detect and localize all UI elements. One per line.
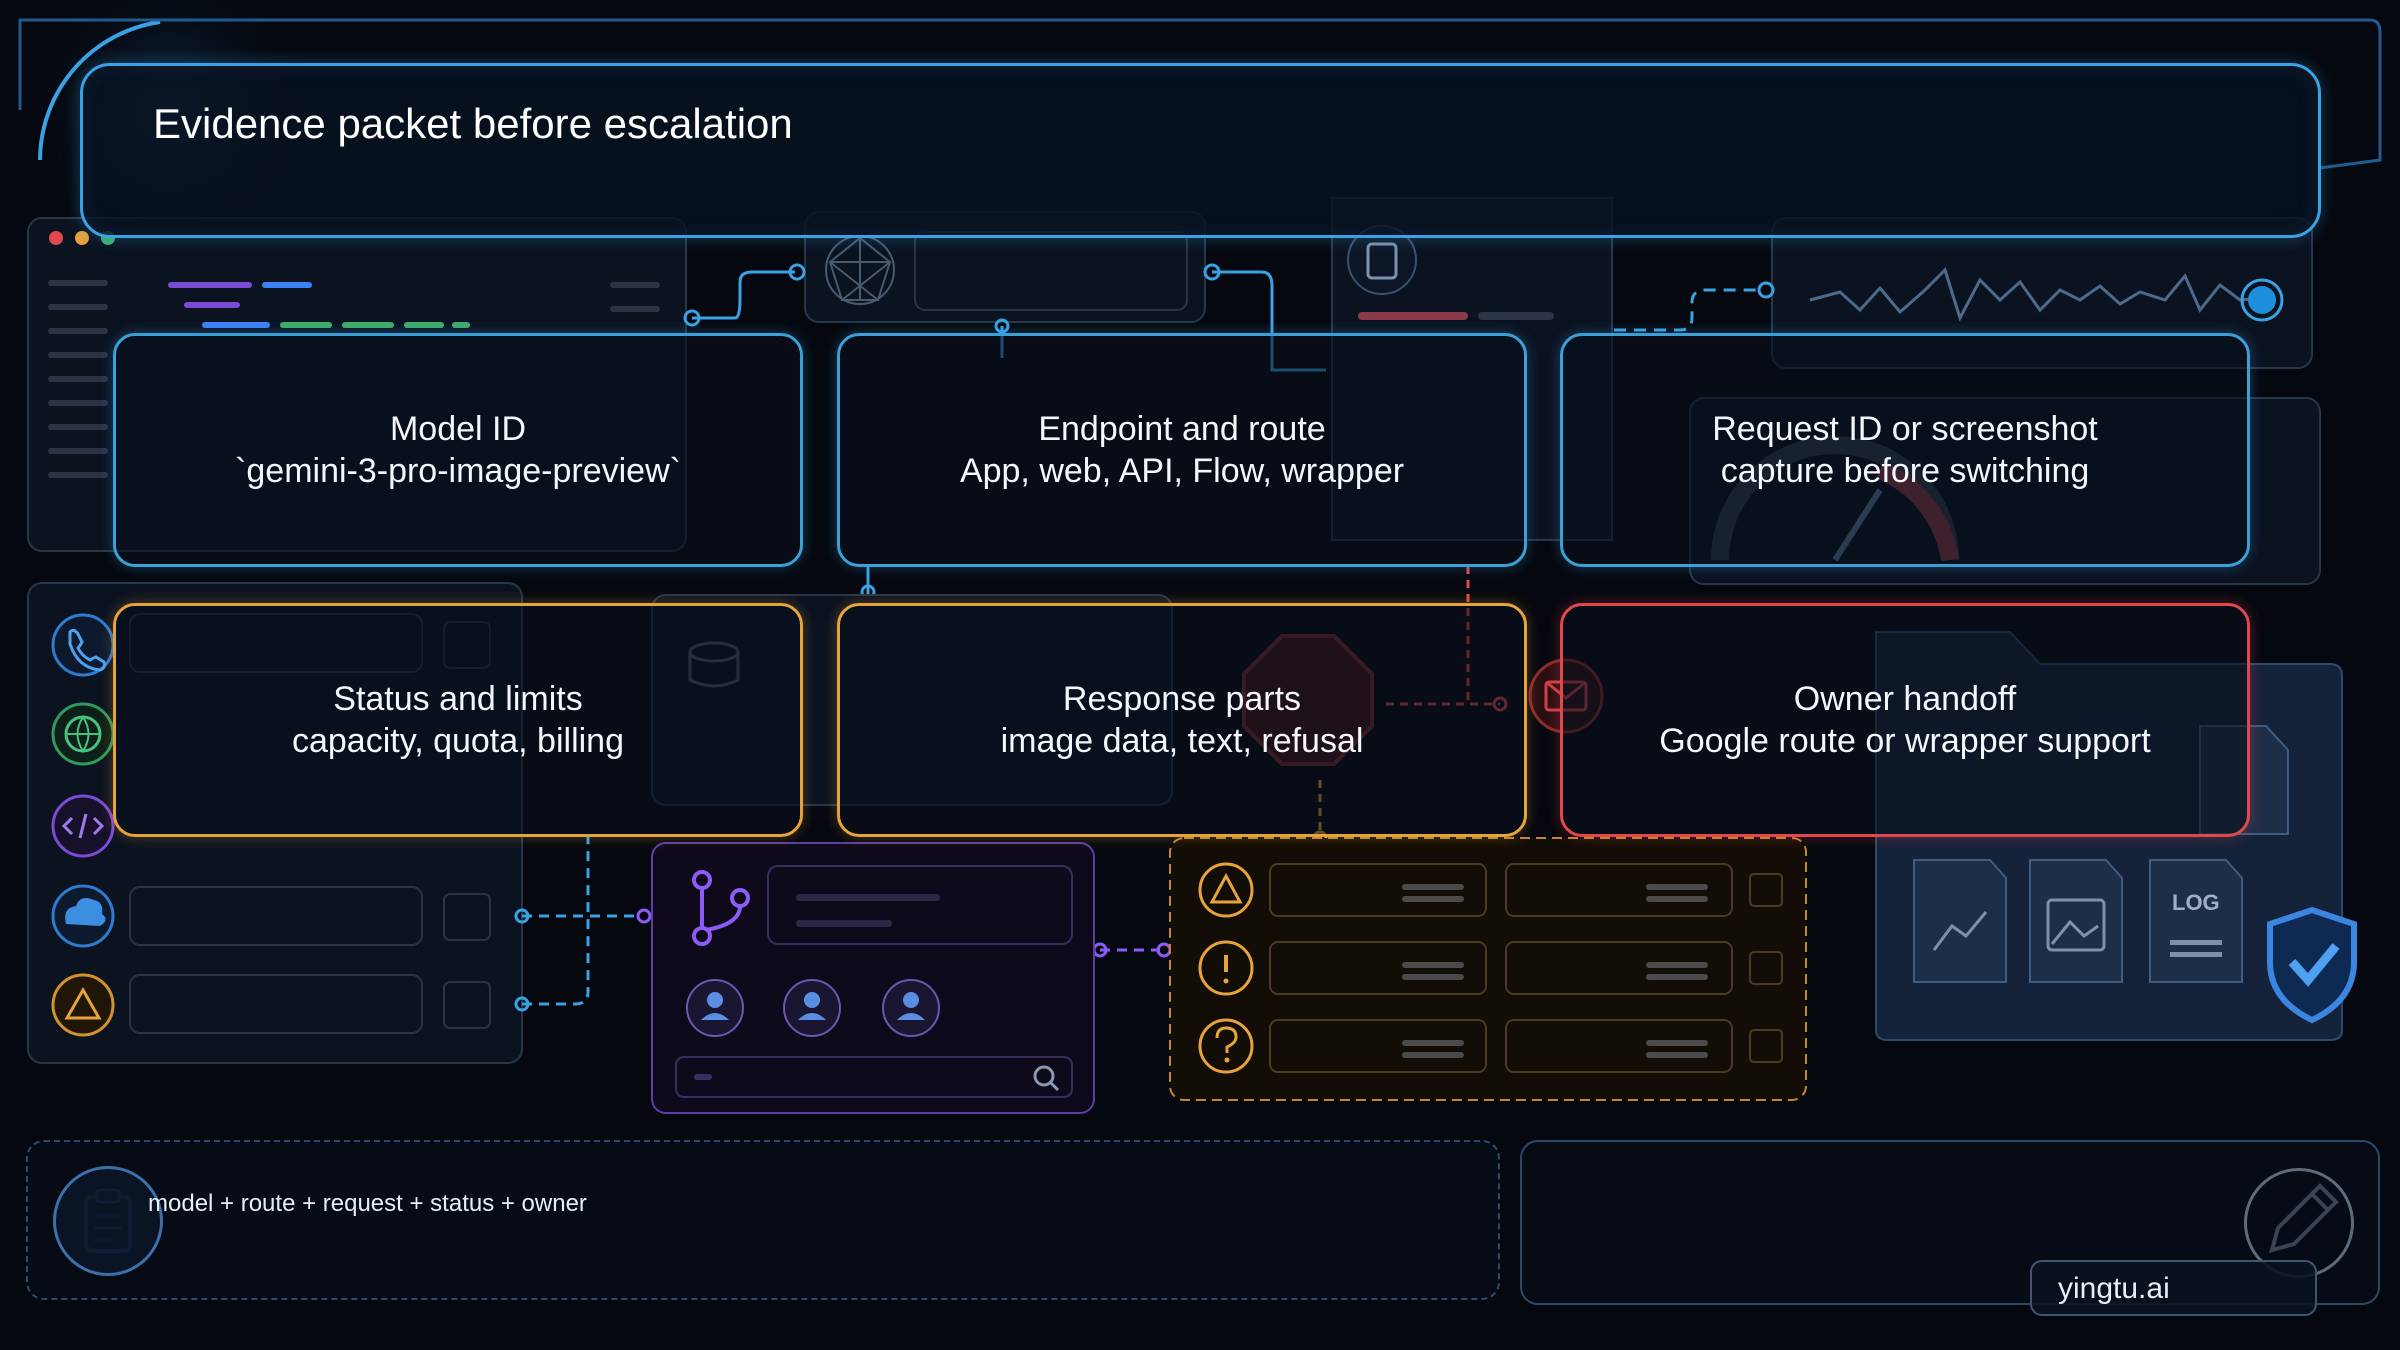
brand-text: yingtu.ai	[2058, 1272, 2170, 1305]
card-endpoint-route: Endpoint and route App, web, API, Flow, …	[837, 333, 1527, 567]
card-title: Response parts	[1062, 680, 1302, 718]
card-title: Owner handoff	[1793, 680, 2017, 718]
card-title: Request ID or screenshot	[1712, 410, 2098, 448]
card-request-id: Request ID or screenshot capture before …	[1560, 333, 2250, 567]
card-response-parts: Response parts image data, text, refusal	[837, 603, 1527, 837]
card-title: Endpoint and route	[1038, 410, 1326, 448]
footer-summary-text: model + route + request + status + owner	[148, 1190, 587, 1217]
footer-summary-panel	[26, 1140, 1500, 1300]
card-subtitle: image data, text, refusal	[1000, 722, 1364, 760]
log-file-label: LOG	[2172, 890, 2220, 915]
git-panel-decor	[651, 842, 1095, 1114]
card-subtitle: capacity, quota, billing	[291, 722, 624, 760]
warnings-panel-decor	[1169, 837, 1807, 1101]
card-title: Model ID	[389, 410, 527, 448]
card-subtitle: `gemini-3-pro-image-preview`	[235, 452, 681, 490]
card-model-id: Model ID `gemini-3-pro-image-preview`	[113, 333, 803, 567]
brand-badge: yingtu.ai	[2030, 1260, 2317, 1316]
card-subtitle: Google route or wrapper support	[1659, 722, 2151, 760]
card-subtitle: App, web, API, Flow, wrapper	[959, 452, 1405, 490]
card-subtitle: capture before switching	[1720, 452, 2090, 490]
card-status-limits: Status and limits capacity, quota, billi…	[113, 603, 803, 837]
waveform-panel-decor	[1614, 217, 2313, 369]
clipboard-icon	[53, 1166, 163, 1276]
title-bar: Evidence packet before escalation	[80, 63, 2321, 238]
card-owner-handoff: Owner handoff Google route or wrapper su…	[1560, 603, 2250, 837]
page-title: Evidence packet before escalation	[153, 100, 793, 147]
card-title: Status and limits	[333, 680, 583, 718]
